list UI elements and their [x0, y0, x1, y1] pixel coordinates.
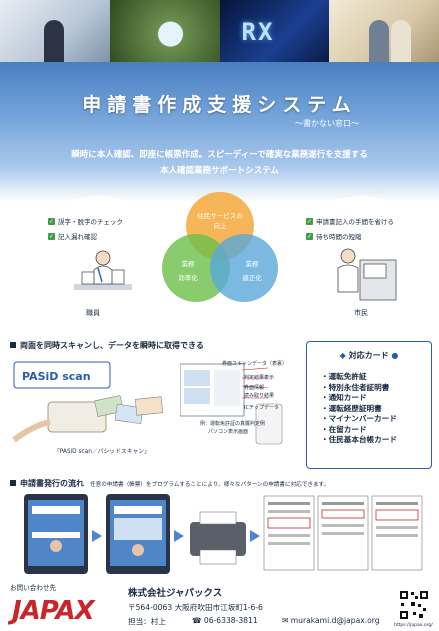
callout-read-result: 読み取り結果 [244, 393, 275, 399]
venn-top-line2: 向上 [214, 221, 228, 230]
printer-icon [190, 522, 246, 556]
person-figure [391, 20, 412, 62]
check-icon: ✓ [306, 217, 313, 225]
card-item: ・運転免許証 [321, 372, 367, 381]
venn-top-line1: 住民サービスの [197, 211, 243, 220]
callout-ic-chip: ICチップデータ [244, 405, 279, 411]
lead-text-2: 本人確認業務サポートシステム [160, 166, 279, 176]
callout-result: 判定結果表示 [244, 375, 275, 381]
card-item: ・住民基本台帳カード [321, 435, 397, 444]
circle-icon: ● [388, 351, 399, 360]
scanner-product-image: PASiD scan [12, 361, 164, 443]
company-address: 〒564-0063 大阪府吹田市江坂町1-6-6 [128, 603, 263, 612]
staff-role-label: 職員 [86, 309, 100, 317]
check-icon: ✓ [306, 232, 313, 240]
contact-person: 担当：村上 [128, 617, 166, 626]
form-document-1 [263, 495, 315, 571]
photo-businesswoman [0, 0, 110, 62]
scan-note-1: 例：運転免許証の真贋判定例 [200, 421, 266, 427]
venn-circle-efficiency [162, 234, 230, 302]
square-bullet-icon [10, 480, 16, 486]
scan-screen-image [180, 363, 283, 445]
card-item: ・運転経歴証明書 [321, 403, 382, 413]
cards-title: ◆ 対応カード ● [339, 351, 399, 360]
staff-checklist: ✓誤字・脱字のチェック ✓記入漏れ確認 [48, 216, 123, 246]
venn-left-line2: 効率化 [178, 273, 198, 282]
citizen-check-item: ✓申請書記入の手間を省ける [306, 217, 394, 226]
venn-diagram: 住民サービスの 向上 業務 効率化 業務 適正化 [162, 192, 278, 302]
phone-icon: ☎ [192, 616, 204, 625]
venn-right-line2: 適正化 [242, 273, 262, 282]
staff-illustration [74, 250, 132, 290]
venn-left-line1: 業務 [182, 259, 196, 268]
check-icon: ✓ [48, 217, 55, 225]
staff-check-item: ✓記入漏れ確認 [48, 232, 97, 241]
scan-section-heading: 両面を同時スキャンし、データを瞬時に取得できる [10, 340, 204, 351]
citizen-checklist: ✓申請書記入の手間を省ける ✓待ち時間の短縮 [306, 216, 394, 246]
photo-digital: RX [219, 0, 330, 62]
company-logo: JAPAX [12, 596, 95, 626]
card-item: ・通知カード [321, 393, 367, 402]
page-subtitle: ～書かない窓口～ [295, 119, 359, 128]
photo-elderly-couple [329, 0, 439, 62]
card-item: ・特別永住者証明書 [321, 382, 390, 392]
email-link[interactable]: ✉ murakami.d@japax.org [282, 616, 380, 625]
scanner-brand-text: PASiD scan [22, 370, 91, 383]
page-title: 申請書作成支援システム [82, 94, 357, 116]
form-document-3 [371, 495, 423, 571]
photo-dx-text: RX [241, 18, 275, 46]
check-icon: ✓ [48, 232, 55, 240]
photo-crystal-ball [109, 0, 220, 62]
supported-cards-box: ◆ 対応カード ● ・運転免許証 ・特別永住者証明書 ・通知カード ・運転経歴証… [306, 341, 432, 469]
venn-right-line1: 業務 [246, 259, 260, 268]
footer [0, 578, 439, 631]
flow-section-heading: 申請書発行の流れ任意の申請書（帳票）をプログラムすることにより、様々なパターンの… [10, 478, 329, 489]
card-item: ・マイナンバーカード [321, 414, 397, 423]
arrow-right-icon [250, 530, 260, 542]
callout-card-scan: 券面スキャンデータ（表裏） [222, 361, 288, 367]
header-band [0, 62, 439, 202]
company-name: 株式会社ジャパックス [128, 588, 223, 599]
qr-code-icon[interactable] [399, 590, 429, 620]
arrow-right-icon [92, 530, 102, 542]
arrow-right-icon [174, 530, 184, 542]
phone-number: ☎ 06-6338-3811 [192, 616, 258, 625]
diamond-icon: ◆ [339, 351, 349, 360]
staff-check-item: ✓誤字・脱字のチェック [48, 217, 123, 226]
cards-list: ・運転免許証 ・特別永住者証明書 ・通知カード ・運転経歴証明書 ・マイナンバー… [321, 372, 397, 446]
scanner-caption: 「PASiD scan／パシッドスキャン」 [54, 449, 150, 455]
square-bullet-icon [10, 342, 16, 348]
citizen-check-item: ✓待ち時間の短縮 [306, 232, 362, 241]
person-figure [44, 20, 64, 62]
citizen-role-label: 市民 [354, 309, 368, 317]
photo-strip: RX [0, 0, 439, 62]
contact-label: お問い合わせ先 [10, 584, 57, 592]
callout-card-info: 券面情報 [244, 385, 265, 391]
flow-section-note: 任意の申請書（帳票）をプログラムすることにより、様々なパターンの申請書に対応でき… [90, 482, 330, 488]
flow-diagram [24, 494, 423, 574]
mail-icon: ✉ [282, 616, 291, 625]
lead-text-1: 瞬時に本人確認、即座に帳票作成。スピーディーで確実な業務遂行を支援する [71, 150, 368, 160]
person-figure [369, 20, 390, 62]
venn-circle-propriety [210, 234, 278, 302]
website-url[interactable]: https://japax.org/ [394, 623, 433, 628]
scan-note-2: パソコン表示画面 [208, 429, 249, 435]
card-item: ・在留カード [321, 424, 367, 434]
citizen-illustration [337, 248, 397, 301]
